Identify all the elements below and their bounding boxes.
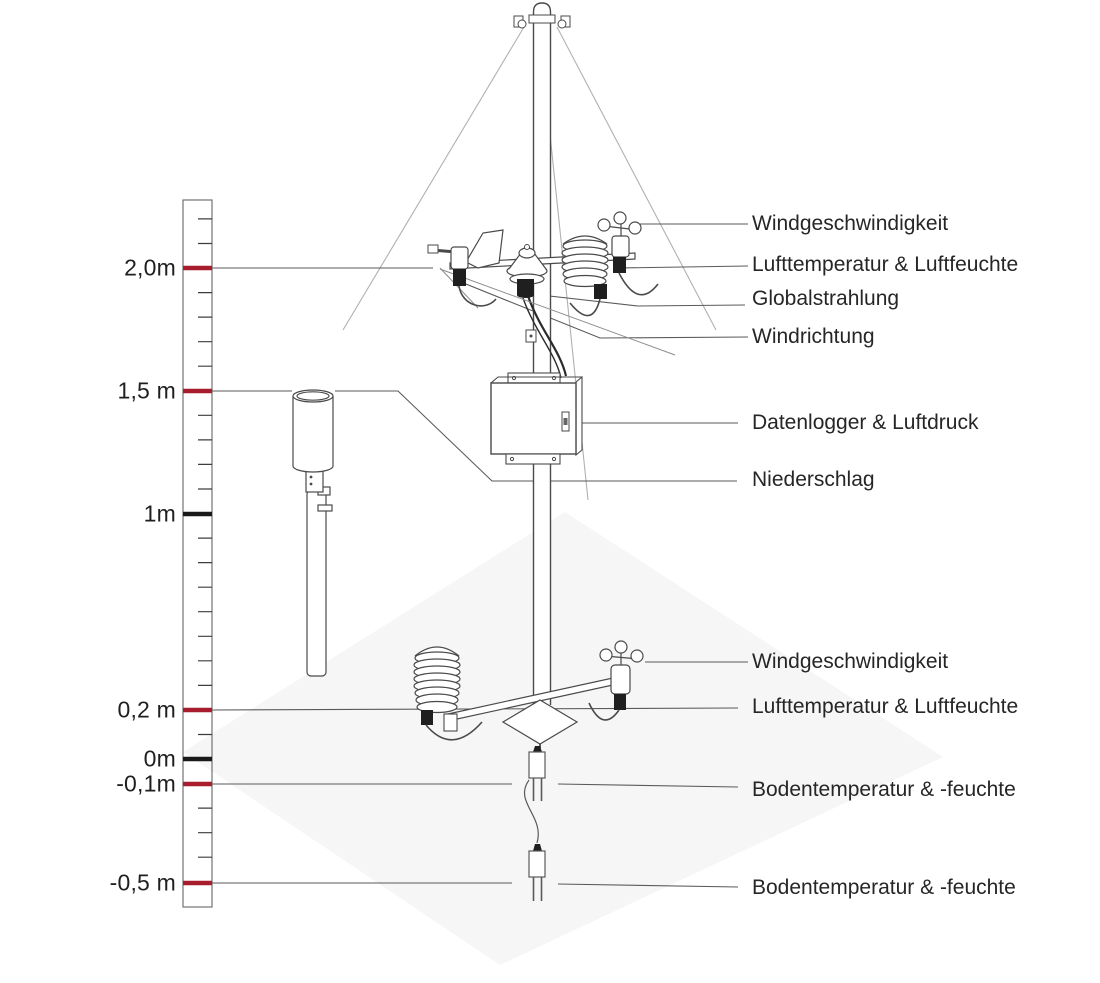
pyranometer [506,244,548,298]
anemometer-body [610,664,631,695]
guy-wire-collar [513,14,571,29]
anemometer-cup [613,211,627,225]
label-bodentemperatur-lower: Bodentemperatur & -feuchte [752,876,1016,899]
leader-niederschlag [335,390,737,482]
ruler-minor-ticks [198,218,212,858]
cup-anemometer-bottom [588,640,644,721]
rain-gauge-pole [306,489,327,677]
wind-vane-body [450,246,469,270]
label-bodentemperatur-upper: Bodentemperatur & -feuchte [752,778,1016,801]
bottom-instrument-cluster [413,640,644,745]
rain-gauge-cylinder [292,396,334,473]
top-instrument-cluster [427,211,676,356]
datalogger-latch [563,418,568,425]
label-windrichtung: Windrichtung [752,325,875,348]
mast [513,2,571,705]
sensor-cables [522,295,568,379]
anemometer-connector [613,257,626,273]
ruler-major-marks [183,265,212,886]
scale-label--0-1m: -0,1m [116,770,176,797]
arm-bracket [443,713,458,732]
wind-vane-tail [465,229,504,269]
leader-globalstrahlung [522,292,746,307]
anemometer-body [611,235,630,258]
leader-lufttemperatur-top [617,265,749,269]
soil-probes [523,744,546,901]
rain-gauge [292,389,334,677]
radiation-shield-top [561,235,609,317]
scale-label-0-2m: 0,2 m [117,696,176,723]
ground-plane [183,512,943,965]
scale-label--0-5m: -0,5 m [109,869,176,896]
radiation-shield-bottom [413,646,483,741]
probe-cable [523,779,539,844]
height-ruler [182,199,213,908]
scale-label-2-0m: 2,0m [124,254,176,281]
datalogger-box [490,372,583,465]
leader-lines [211,223,749,888]
label-windgeschwindigkeit-bottom: Windgeschwindigkeit [752,650,949,673]
leader-windrichtung [455,279,749,339]
anemometer-cup [597,218,611,232]
label-lufttemperatur-bottom: Lufttemperatur & Luftfeuchte [752,695,1019,718]
cup-anemometer-top [597,211,659,296]
shield-connector [594,284,607,299]
wind-direction-pot [517,279,534,295]
scale-label-0m: 0m [143,745,176,772]
anemometer-cup [628,221,642,235]
anemometer-cup [630,649,644,663]
anemometer-cup [614,640,628,654]
leader-bodentemp-lower [212,882,739,888]
label-globalstrahlung: Globalstrahlung [752,287,900,310]
scale-label-1m: 1m [143,500,176,527]
anemometer-cup [599,648,613,662]
label-windgeschwindigkeit-top: Windgeschwindigkeit [752,212,949,235]
scale-label-1-5m: 1,5 m [117,377,176,404]
wind-vane-connector [453,269,466,286]
anemometer-connector [614,694,626,710]
shield-connector [421,710,433,725]
label-lufttemperatur-top: Lufttemperatur & Luftfeuchte [752,253,1019,276]
wind-vane [427,229,504,307]
leader-bodentemp-upper [212,783,739,788]
soil-probe-lower [528,844,546,901]
label-datenlogger-luftdruck: Datenlogger & Luftdruck [752,411,979,434]
label-niederschlag: Niederschlag [752,468,875,491]
soil-probe-upper [528,746,546,801]
